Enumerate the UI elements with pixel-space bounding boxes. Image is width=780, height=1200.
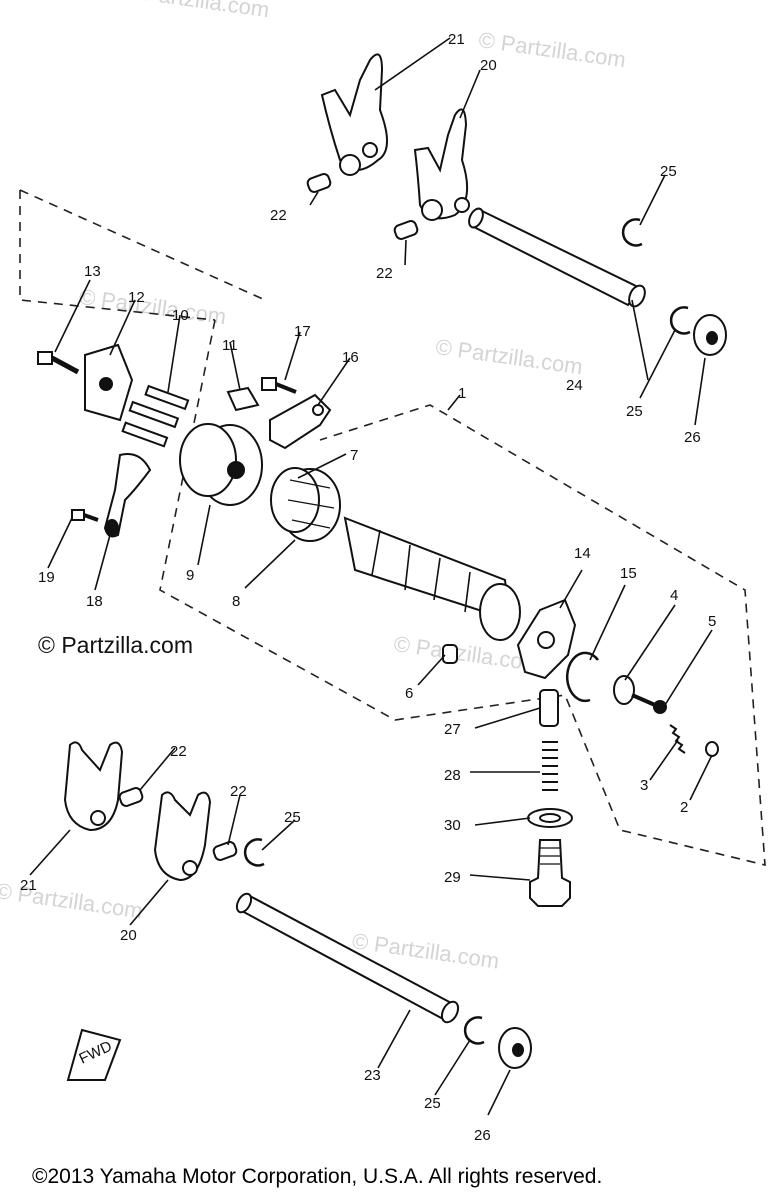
callout-15: 15 [620, 565, 637, 582]
brand-watermark: © Partzilla.com [38, 632, 193, 658]
bolt-17 [261, 377, 297, 394]
callout-22-top-left: 22 [270, 207, 287, 224]
shift-fork-21-top [320, 53, 388, 176]
bolt-5 [631, 693, 667, 714]
assembly-outline [19, 189, 766, 867]
callout-labels: 1 2 3 4 5 6 7 8 9 10 11 12 13 14 15 16 1… [20, 31, 716, 1144]
plate-12 [84, 343, 134, 422]
callout-12: 12 [128, 289, 145, 306]
circlip-15 [565, 651, 600, 703]
callout-24: 24 [566, 377, 583, 394]
callout-25-mid: 25 [626, 403, 643, 420]
copyright-notice: ©2013 Yamaha Motor Corporation, U.S.A. A… [32, 1165, 603, 1188]
callout-22-bottom-left: 22 [170, 743, 187, 760]
bearing-26 [498, 314, 727, 1069]
callout-21-top: 21 [448, 31, 465, 48]
bearing-8 [270, 467, 341, 542]
fwd-direction-marker: FWD [66, 1028, 122, 1081]
callout-4: 4 [670, 587, 678, 604]
callout-3: 3 [640, 777, 648, 794]
leader-lines [29, 37, 713, 1116]
callout-2: 2 [680, 799, 688, 816]
circlip-25 [243, 218, 691, 1045]
callout-19: 19 [38, 569, 55, 586]
callout-11: 11 [222, 337, 238, 354]
shift-fork-shaft-23 [235, 892, 460, 1024]
plunger-27 [539, 689, 559, 727]
watermark-text: © Partzilla.com [477, 27, 627, 72]
shift-fork-20-top [413, 108, 470, 221]
callout-29: 29 [444, 869, 461, 886]
bolt-19 [71, 509, 99, 522]
callout-1: 1 [458, 385, 466, 402]
callout-25-bottom-left: 25 [284, 809, 301, 826]
spring-28 [542, 741, 558, 791]
callout-30: 30 [444, 817, 461, 834]
pins-10 [121, 384, 190, 448]
callout-26-top: 26 [684, 429, 701, 446]
callout-20-bottom: 20 [120, 927, 137, 944]
pin-6 [442, 644, 458, 664]
ball-2 [705, 741, 719, 757]
callout-9: 9 [186, 567, 194, 584]
plug-29 [529, 839, 571, 907]
watermark-text: © Partzilla.com [434, 334, 584, 379]
callout-5: 5 [708, 613, 716, 630]
pin-11 [226, 386, 260, 412]
callout-23: 23 [364, 1067, 381, 1084]
callout-6: 6 [405, 685, 413, 702]
segment-9 [179, 423, 263, 506]
callout-16: 16 [342, 349, 359, 366]
callout-13: 13 [84, 263, 101, 280]
plate-14 [516, 598, 577, 680]
shift-fork-20-bottom [153, 791, 212, 882]
watermark-text: © Partzilla.com [78, 284, 228, 329]
callout-17: 17 [294, 323, 311, 340]
spring-3 [669, 724, 686, 754]
callout-25-bottom-right: 25 [424, 1095, 441, 1112]
callout-7: 7 [350, 447, 358, 464]
callout-22-top-right: 22 [376, 265, 393, 282]
callout-14: 14 [574, 545, 591, 562]
callout-22-bottom-right: 22 [230, 783, 247, 800]
callout-8: 8 [232, 593, 240, 610]
shift-fork-21-bottom [63, 741, 124, 832]
callout-27: 27 [444, 721, 461, 738]
callout-20-top: 20 [480, 57, 497, 74]
shift-fork-shaft-24 [468, 207, 646, 308]
shift-drum-1 [343, 516, 521, 641]
washer-4 [613, 675, 635, 705]
guide-pin-22-bottom [118, 787, 238, 861]
watermark-text: © Partzilla.com [121, 0, 271, 22]
washer-30 [527, 808, 573, 828]
lever-18 [103, 453, 152, 538]
guide-pin-22-top [306, 173, 419, 240]
callout-26-bottom: 26 [474, 1127, 491, 1144]
bolt-13 [37, 351, 80, 375]
callout-10: 10 [172, 307, 189, 324]
callout-28: 28 [444, 767, 461, 784]
callout-18: 18 [86, 593, 103, 610]
callout-25-top: 25 [660, 163, 677, 180]
callout-21-bottom: 21 [20, 877, 37, 894]
